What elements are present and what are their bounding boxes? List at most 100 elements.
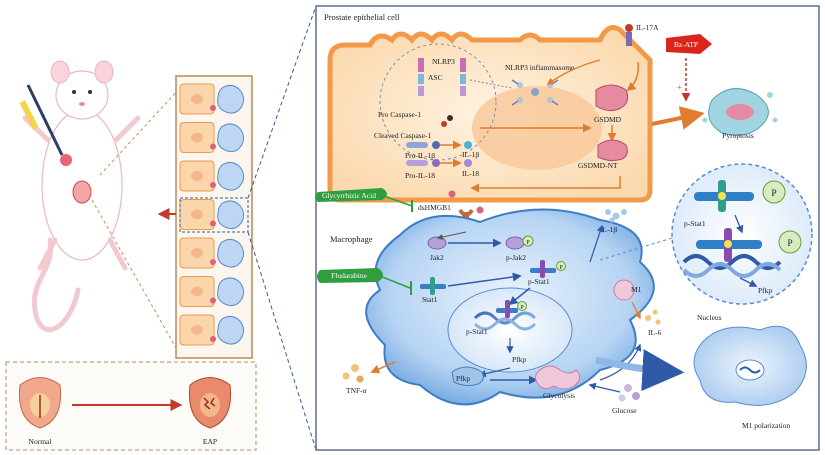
- nucleus-label: Nucleus: [697, 313, 722, 322]
- pfkp-protein-icon: [451, 366, 484, 387]
- p-stat1-nuc-label: p-Stat1: [466, 327, 488, 336]
- zoom-line-main-top: [247, 5, 317, 199]
- zoom-pfkp-arrow: [739, 277, 758, 287]
- cell-pair-row: [179, 160, 245, 192]
- glucose-particles-icon: [618, 384, 640, 402]
- zoom-p-stat1-label: p-Stat1: [684, 219, 706, 228]
- glycolysis-label: Glycolysis: [543, 391, 575, 400]
- tnf-secretion-arrow: [370, 361, 396, 374]
- il6-arrow: [631, 301, 641, 320]
- hmgb1-particle-icon: [210, 182, 216, 188]
- hmgb1-particle-icon: [210, 105, 216, 111]
- macrophage-cell-icon: [217, 238, 245, 268]
- epithelial-nucleus-icon: [191, 94, 203, 104]
- hmgb1-particle-icon: [210, 143, 216, 150]
- cleaved-caspase-label: Cleaved Caspase-1: [374, 131, 432, 140]
- cell-pair-row: [179, 276, 245, 307]
- m1-marker-icon: [613, 279, 635, 301]
- glycyrrhizic-acid-pill: Glycyrrhizic Acid: [315, 188, 387, 202]
- receptor-to-jak2-arrow: [436, 231, 467, 240]
- epithelial-nucleus-icon: [191, 132, 203, 143]
- epithelial-nucleus-icon: [191, 171, 203, 181]
- normal-prostate-icon: [18, 377, 62, 429]
- gsdmd-label: GSDMD: [594, 115, 622, 124]
- gsdmd-nt-feedback-arrow: [470, 176, 621, 193]
- zoom-p-top: P: [771, 189, 776, 199]
- cell-pair-row: [179, 314, 245, 346]
- cell-pair-row: [179, 199, 245, 230]
- cell-pair-row: [179, 83, 245, 115]
- pro-il18-label: Pro-IL-18: [405, 171, 435, 180]
- p-jak2-label: p-Jak2: [506, 253, 526, 262]
- pro-caspase-label: Pro Caspase-1: [378, 110, 421, 119]
- p-jak2-icon: P: [505, 235, 534, 250]
- il1b-secretion-arrow: [589, 224, 604, 263]
- macrophage-cell-icon: [217, 277, 245, 307]
- zoom-pfkp-label: Pfkp: [758, 286, 772, 295]
- glucose-uptake-arrow: [588, 382, 621, 393]
- p-jak2-p: P: [526, 240, 530, 246]
- epithelial-nucleus-icon: [191, 325, 203, 335]
- p-stat1-cyto-icon: P: [530, 260, 566, 278]
- asc-label: ASC: [428, 73, 443, 82]
- jak2-label: Jak2: [430, 253, 444, 262]
- pfkp-export-arrow: [478, 367, 511, 378]
- macrophage-title: Macrophage: [330, 234, 373, 244]
- zoom-p-bottom: P: [787, 239, 792, 249]
- hmgb1-particle-icon: [210, 297, 216, 304]
- macrophage-cell-icon: [217, 123, 245, 153]
- inflammasome-activation-arrow: [546, 59, 601, 85]
- epithelial-nucleus-icon: [191, 248, 203, 258]
- jak2-icon: [427, 236, 447, 250]
- nlrp3-label: NLRP3: [432, 57, 455, 66]
- cell-pair-row: [179, 122, 245, 153]
- macrophage-cell-icon: [217, 161, 245, 191]
- bz-atp-badge: Bz-ATP: [666, 34, 712, 54]
- pfkp-protein-label: Pfkp: [456, 374, 470, 383]
- zoom-link-nucleus: [599, 237, 673, 261]
- stat1-to-nucleus-arrow: [508, 287, 531, 306]
- hmgb1-particle-icon: [448, 190, 456, 198]
- rat-illustration: [19, 60, 141, 333]
- hmgb1-particle-icon: [476, 206, 484, 214]
- pyroptosis-arrow: [651, 106, 705, 130]
- epithelial-nucleus-icon: [191, 286, 203, 297]
- il18-icon: [464, 159, 472, 167]
- macrophage-cell-icon: [217, 200, 245, 230]
- macrophage-nucleus: [447, 287, 573, 373]
- m1-polarization-arrow: [595, 349, 685, 392]
- glycyrrhizic-label: Glycyrrhizic Acid: [322, 191, 376, 200]
- tnf-particles-icon: [342, 364, 364, 383]
- prostate-cell-title: Prostate epithelial cell: [324, 12, 400, 22]
- il6-label: IL-6: [648, 328, 662, 337]
- hmgb1-particle-icon: [210, 259, 216, 265]
- pfkp-nuc-label: Pfkp: [512, 355, 526, 364]
- glucose-label: Glucose: [612, 406, 637, 415]
- il18-label: IL-18: [462, 169, 479, 178]
- macrophage-cell-icon: [217, 84, 245, 114]
- pyroptosis-label: Pyroptosis: [722, 131, 754, 140]
- il1b-label: IL-1β: [462, 150, 479, 159]
- zoom-line-bottom: [91, 199, 181, 356]
- normal-eap-panel: Normal EAP: [5, 361, 257, 451]
- m1-macrophage-icon: [693, 325, 807, 406]
- fludarabine-label: Fludarabine: [331, 271, 367, 280]
- nucleus-zoom-panel: P p-Stat1 P Pfkp: [671, 163, 813, 305]
- stat1-icon: [420, 277, 446, 295]
- glycyrrhizic-inhibit-line: [383, 195, 413, 207]
- il1b-out-label: IL-1β: [600, 225, 617, 234]
- il17a-receptor-icon: [625, 24, 633, 46]
- fludarabine-pill: Fludarabine: [317, 268, 383, 283]
- p-stat1-cyto-p: P: [559, 265, 563, 271]
- il1b-icon: [464, 141, 472, 149]
- m1-polarization-label: M1 polarization: [742, 421, 790, 430]
- zoom-binding-arrow: [734, 214, 744, 234]
- pro-il1b-icon: [406, 141, 440, 149]
- nlrp3-complex-icon: [418, 58, 466, 127]
- tnf-label: TNF-α: [346, 386, 367, 395]
- pro-il1b-label: Pro-IL-1β: [405, 151, 435, 160]
- glycolysis-icon: [534, 365, 580, 390]
- gsdmd-nt-icon: [597, 139, 628, 162]
